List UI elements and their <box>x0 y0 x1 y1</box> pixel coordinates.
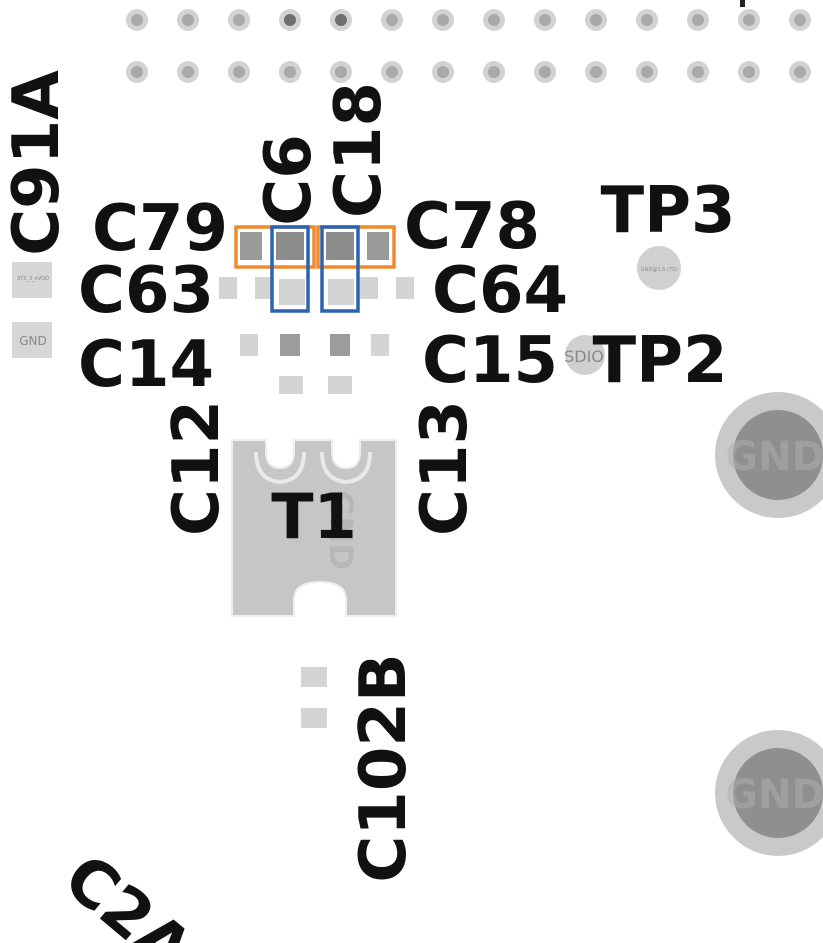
sdio-label: SDIO <box>564 347 604 366</box>
via-drill <box>590 66 602 78</box>
gnd-via-upper-label: GND <box>725 434 823 480</box>
gnd-center-label: GND <box>322 490 360 570</box>
designator-c64: C64 <box>432 254 568 328</box>
gnd-via-lower-label: GND <box>725 772 823 818</box>
designator-c91a: C91A <box>0 70 74 256</box>
designator-c12: C12 <box>160 400 234 536</box>
c79-pad <box>240 232 262 260</box>
designator-c78: C78 <box>404 190 540 264</box>
gnd-through-hole-lower: GND <box>715 730 823 856</box>
via-drill <box>692 66 704 78</box>
highlight-boxes <box>234 225 396 313</box>
via-drill <box>386 66 398 78</box>
c6-pad-lower <box>279 279 305 305</box>
via-drill <box>743 14 755 26</box>
gnd-pad-left-label: GND <box>19 334 47 348</box>
via-drill <box>488 14 500 26</box>
via-drill <box>233 66 245 78</box>
designator-c79: C79 <box>92 192 228 266</box>
designator-tp3: TP3 <box>600 174 735 248</box>
highlight-blue-right <box>320 225 360 313</box>
designator-tp2: TP2 <box>592 324 727 398</box>
designator-c102b: C102B <box>347 653 421 882</box>
c64-pad-left <box>360 277 378 299</box>
small-pad-left-label: 3T3_3_nVDD <box>17 276 49 282</box>
via-drill <box>539 66 551 78</box>
test-point-pad-tp2: SDIO <box>564 335 605 375</box>
small-pad-left-upper: 3T3_3_nVDD <box>12 262 52 298</box>
via-drill <box>131 66 143 78</box>
via-drill <box>437 14 449 26</box>
c18-pad-lower <box>328 279 354 305</box>
highlight-blue-left <box>270 225 310 313</box>
designator-c18: C18 <box>322 82 396 218</box>
designator-c6: C6 <box>252 134 326 226</box>
transformer-t1-footprint: GND <box>231 439 397 617</box>
via-drill <box>284 66 296 78</box>
via-drill <box>641 14 653 26</box>
designator-t1: T1 <box>271 480 356 553</box>
c63-pad-right <box>255 277 273 299</box>
c13-pad <box>328 376 352 394</box>
c102b-pad-top <box>301 667 327 687</box>
via-drill <box>794 66 806 78</box>
via-drill <box>641 66 653 78</box>
via-array <box>126 9 811 83</box>
c18-pad <box>326 232 354 260</box>
c14-pad-left <box>240 334 258 356</box>
silkscreen-labels: C91A C79 C6 C18 C78 TP3 C63 C64 C14 C15 … <box>0 70 736 943</box>
c15-pad-right <box>371 334 389 356</box>
via-drill <box>182 66 194 78</box>
via-drill <box>488 66 500 78</box>
gnd-through-hole-upper: GND <box>715 392 823 518</box>
via-drill <box>233 14 245 26</box>
c12-pad <box>279 376 303 394</box>
c14-pad-right <box>280 334 300 356</box>
via-drill <box>590 14 602 26</box>
c6-pad <box>276 232 304 260</box>
gnd-pad-left: GND <box>12 322 52 358</box>
via-drill <box>386 14 398 26</box>
via-drill <box>692 14 704 26</box>
via-drill <box>335 14 347 26</box>
designator-c13: C13 <box>408 400 482 536</box>
c78-pad <box>367 232 389 260</box>
via-drill <box>284 14 296 26</box>
designator-c63: C63 <box>78 254 214 328</box>
c15-pad-left <box>330 334 350 356</box>
tp3-pad-label: GND@1.5 (TS) <box>641 267 677 273</box>
via-drill <box>131 14 143 26</box>
via-drill <box>437 66 449 78</box>
designator-c14: C14 <box>78 328 214 402</box>
via-drill <box>794 14 806 26</box>
c102b-pad-bottom <box>301 708 327 728</box>
via-drill <box>335 66 347 78</box>
designator-c15: C15 <box>422 324 558 398</box>
silk-mark-top <box>740 0 745 7</box>
via-drill <box>743 66 755 78</box>
via-drill <box>539 14 551 26</box>
via-drill <box>182 14 194 26</box>
capacitor-pads <box>219 232 414 728</box>
designator-c2a: C2A <box>50 841 206 943</box>
c63-pad-left <box>219 277 237 299</box>
test-point-pad-tp3: GND@1.5 (TS) <box>637 246 681 290</box>
c64-pad-right <box>396 277 414 299</box>
